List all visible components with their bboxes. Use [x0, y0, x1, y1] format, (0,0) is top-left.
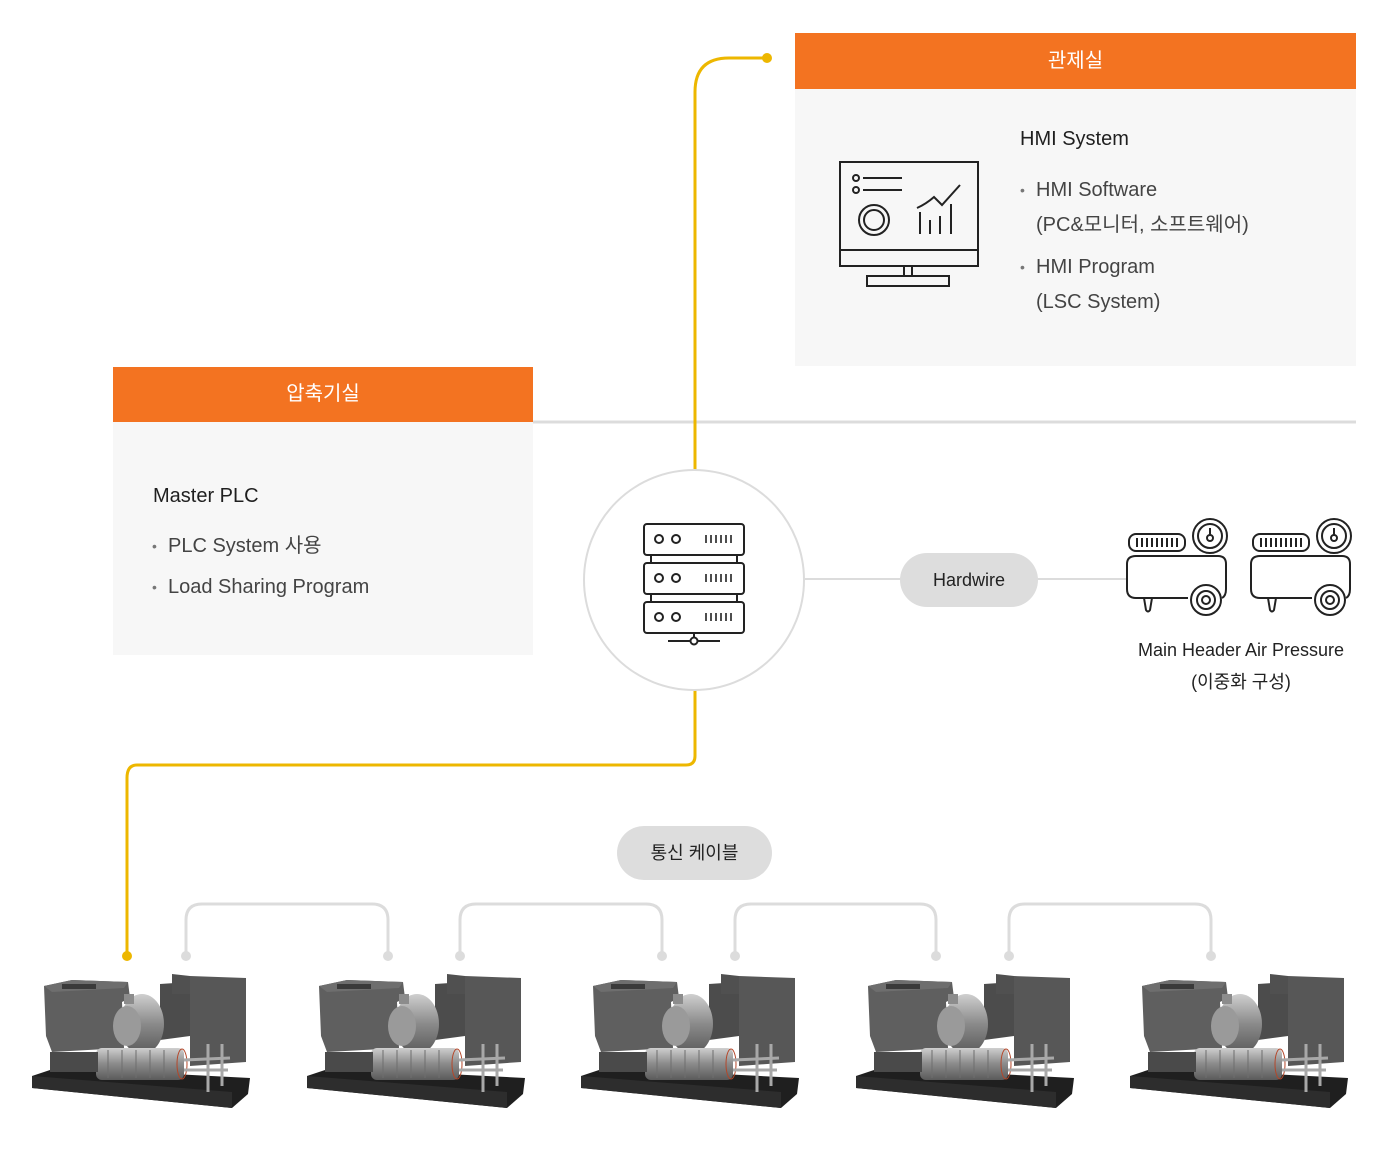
air-compressor-icon	[1250, 518, 1352, 616]
master-plc-title: Master PLC	[153, 485, 259, 507]
cable-dots	[181, 951, 1216, 961]
pressure-caption: Main Header Air Pressure	[1137, 640, 1345, 660]
compressor-room-panel: 압축기실	[113, 367, 533, 655]
link-hub-to-machine	[125, 690, 697, 955]
hub-circle	[583, 469, 805, 691]
load-sharing-item: • Load Sharing Program	[152, 570, 370, 605]
hmi-software-item: • HMI Software (PC&모니터, 소프트웨어)	[1020, 173, 1249, 243]
plc-system-label: PLC System 사용	[168, 535, 322, 557]
hmi-software-detail: (PC&모니터, 소프트웨어)	[1036, 214, 1249, 236]
hmi-system-title: HMI System	[1020, 128, 1129, 150]
control-room-header: 관제실	[795, 33, 1356, 89]
cable-links	[184, 902, 1213, 955]
server-rack-icon	[643, 523, 745, 646]
cable-link-3-4	[733, 902, 938, 955]
control-room-panel: 관제실	[795, 33, 1356, 366]
monitor-dashboard-icon	[839, 161, 979, 287]
communication-cable-label: 통신 케이블	[617, 826, 772, 880]
bullet-dot: •	[152, 579, 157, 595]
bullet-dot: •	[1020, 259, 1025, 275]
hardwire-label: Hardwire	[900, 553, 1038, 607]
bullet-dot: •	[152, 538, 157, 554]
cable-link-2-3	[458, 902, 664, 955]
cable-link-1-2	[184, 902, 390, 955]
compressor-unit-4	[855, 974, 1074, 1108]
link-dot-machine-1	[122, 951, 132, 961]
compressor-unit-3	[581, 974, 799, 1108]
bullet-dot: •	[1020, 182, 1025, 198]
compressor-unit-1	[32, 974, 250, 1108]
air-compressor-icon	[1126, 518, 1228, 616]
load-sharing-label: Load Sharing Program	[168, 576, 370, 598]
compressor-unit-5	[1130, 974, 1348, 1108]
hmi-program-detail: (LSC System)	[1036, 291, 1161, 313]
hmi-program-label: HMI Program	[1036, 256, 1155, 278]
compressor-room-header: 압축기실	[113, 367, 533, 422]
plc-system-item: • PLC System 사용	[152, 529, 322, 564]
hmi-software-label: HMI Software	[1036, 179, 1158, 201]
cable-link-4-5	[1007, 902, 1213, 955]
redundancy-caption: (이중화 구성)	[1191, 672, 1291, 692]
hmi-program-item: • HMI Program (LSC System)	[1020, 250, 1161, 320]
compressor-unit-2	[306, 974, 525, 1108]
link-hub-to-control	[693, 56, 766, 470]
link-dot-control	[762, 53, 772, 63]
